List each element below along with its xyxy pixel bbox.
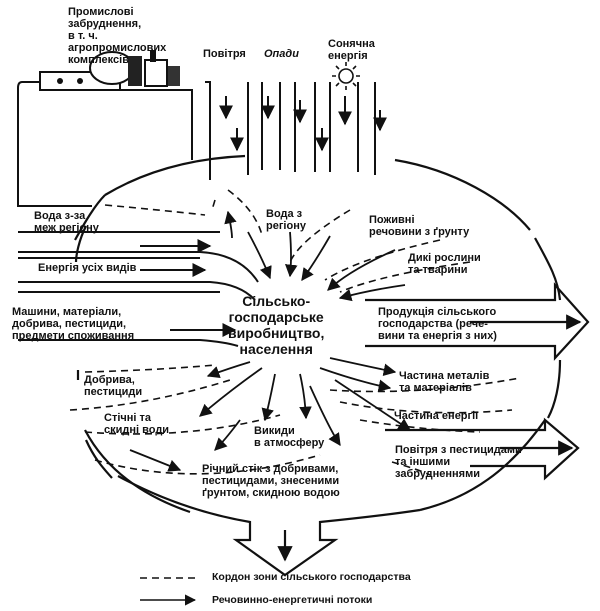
region-boundary (74, 154, 546, 514)
sun-icon (332, 62, 360, 90)
label-soil-nutrients: Поживні речовини з ґрунту (369, 214, 470, 238)
legend-boundary-label: Кордон зони сільського господарства (212, 571, 411, 583)
air-arrow (385, 417, 580, 481)
label-fertilizers: Добрива, пестициди (84, 374, 143, 398)
left-inflows (18, 231, 259, 347)
region-boundary-right (534, 237, 562, 419)
label-energy-part: Частина енергії (394, 410, 479, 422)
label-wastewater: Стічні та скидні води (104, 412, 170, 436)
label-wild: Дикі рослини та тварини (408, 252, 481, 276)
products-arrow (365, 282, 590, 361)
label-products: Продукція сільського господарства (рече-… (378, 306, 497, 342)
label-industry: Промислові забруднення, в т. ч. агропром… (68, 6, 167, 66)
top-inflows (205, 81, 387, 180)
label-machines: Машини, матеріали, добрива, пестициди, п… (12, 306, 135, 342)
legend (140, 577, 197, 606)
label-emissions: Викиди в атмосферу (254, 425, 325, 449)
label-energy: Енергія усіх видів (38, 262, 137, 274)
factory-icon (39, 50, 180, 91)
dashed-flows (69, 189, 521, 476)
label-metals: Частина металів та матеріалів (399, 370, 490, 394)
label-center: Сільсько- господарське виробництво, насе… (228, 293, 325, 357)
label-fallout: Опади (264, 48, 299, 60)
label-water-outside: Вода з-за меж регіону (34, 210, 99, 234)
region-boundary-left (74, 225, 87, 263)
label-air-pesticides: Повітря з пестицидами та іншими забрудне… (395, 444, 522, 480)
label-water-region: Вода з регіону (266, 208, 306, 232)
label-air: Повітря (203, 48, 246, 60)
label-runoff: Річний стік з добривами, пестицидами, зн… (202, 463, 340, 499)
runoff-arrow (117, 475, 421, 577)
label-solar: Сонячна енергія (328, 38, 375, 62)
legend-flows-label: Речовинно-енергетичні потоки (212, 594, 373, 606)
inner-arrows (129, 210, 412, 472)
